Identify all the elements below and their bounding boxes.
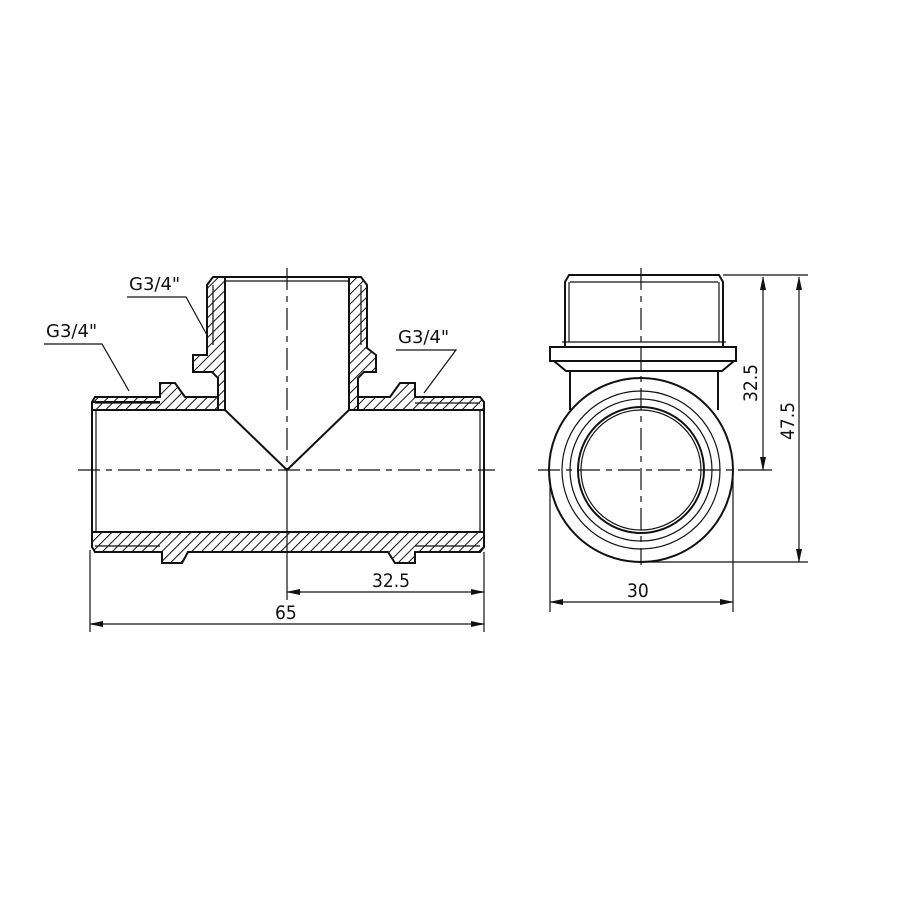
- svg-text:G3/4": G3/4": [46, 321, 97, 342]
- branch-wall-left: [192, 276, 226, 411]
- side-view: [538, 268, 745, 565]
- run-wall-top-left: [91, 382, 219, 411]
- svg-text:65: 65: [275, 602, 297, 624]
- svg-text:G3/4": G3/4": [398, 327, 449, 348]
- front-section-view: [78, 268, 495, 600]
- thread-label-left: G3/4": [44, 321, 130, 392]
- dim-body-width: 30: [549, 478, 734, 612]
- branch-wall-right: [348, 276, 377, 411]
- run-wall-top-right: [357, 382, 485, 411]
- dim-overall-length: 65: [89, 550, 485, 632]
- run-wall-bottom: [91, 531, 485, 564]
- dim-branch-height: 32.5: [723, 274, 808, 471]
- svg-text:32.5: 32.5: [740, 364, 762, 402]
- svg-text:47.5: 47.5: [777, 402, 799, 440]
- thread-label-top: G3/4": [127, 274, 208, 336]
- thread-label-right: G3/4": [396, 327, 458, 394]
- svg-text:30: 30: [627, 580, 649, 602]
- dim-total-height: 47.5: [641, 276, 808, 563]
- dim-half-length: 32.5: [286, 552, 485, 600]
- svg-text:32.5: 32.5: [372, 570, 410, 592]
- svg-text:G3/4": G3/4": [129, 274, 180, 295]
